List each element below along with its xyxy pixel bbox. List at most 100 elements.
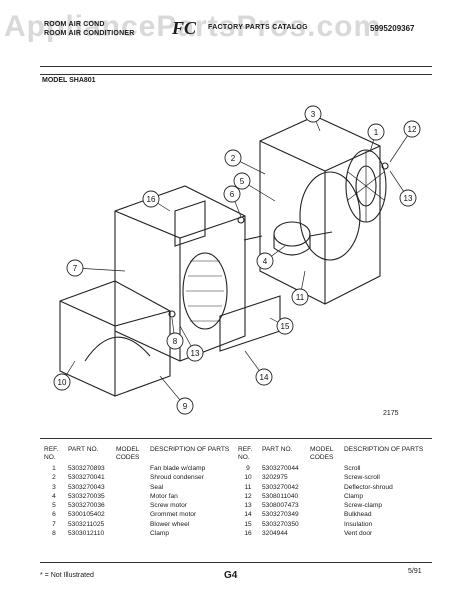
svg-text:10: 10 — [58, 378, 67, 387]
col-ref: REF. NO. — [238, 446, 253, 461]
model-codes-cell — [310, 464, 344, 473]
callout-3 — [304, 105, 322, 123]
ref-cell: 2 — [52, 474, 56, 482]
parts-table-right: REF. NO. PART NO. MODEL CODES DESCRIPTIO… — [238, 446, 428, 538]
part-number-cell: 5303270043 — [68, 483, 105, 491]
callout-15 — [276, 317, 294, 335]
insulation — [219, 295, 281, 352]
part-number-cell: 5303270044 — [262, 465, 299, 472]
svg-text:9: 9 — [183, 402, 188, 411]
part-number-cell: 5303270350 — [262, 520, 299, 528]
ref-cell: 10 — [244, 474, 252, 482]
ref-cell: 15 — [244, 520, 252, 528]
model-codes-cell — [116, 473, 150, 482]
catalog-title: FACTORY PARTS CATALOG — [208, 24, 308, 31]
footer-rule — [40, 562, 432, 563]
model-codes-cell — [116, 464, 150, 473]
part-number-cell: 5303270035 — [68, 492, 105, 500]
description-cell: Screw-scroll — [344, 474, 380, 482]
part-number-cell: 5303270042 — [262, 483, 299, 491]
part-number-cell: 3202975 — [262, 474, 288, 482]
part-number-cell: 5300105402 — [68, 511, 105, 519]
header-left-line1: ROOM AIR COND — [44, 21, 105, 28]
part-number-cell: 5303270893 — [68, 465, 105, 472]
model-codes-cell — [310, 529, 344, 538]
table-row: 7 5303211025 Blower wheel — [44, 520, 234, 529]
callout-group: 1 2 3 4 5 6 7 8 9 10 11 12 13 13 15 14 1… — [53, 105, 421, 415]
description-cell: Fan blade w/clamp — [150, 465, 206, 472]
description-cell: Seal — [150, 483, 164, 491]
part-number-cell: 5308011040 — [262, 492, 299, 500]
catalog-part-number: 5995209367 — [370, 24, 415, 33]
svg-text:6: 6 — [230, 190, 235, 199]
exploded-diagram: 1 2 3 4 5 6 7 8 9 10 11 12 13 13 15 14 1… — [53, 105, 421, 415]
svg-text:16: 16 — [147, 195, 156, 204]
ref-cell: 4 — [52, 492, 56, 500]
description-cell: Blower wheel — [150, 520, 190, 528]
callout-13-b — [186, 344, 204, 362]
svg-text:1: 1 — [374, 128, 379, 137]
callout-9 — [176, 397, 194, 415]
table-top-rule — [40, 438, 432, 439]
ref-cell: 6 — [52, 511, 56, 519]
brand-logo: FC — [172, 18, 197, 38]
scroll — [59, 280, 171, 397]
callout-5 — [233, 172, 251, 190]
part-number-cell: 5303012110 — [68, 530, 105, 538]
ref-cell: 7 — [52, 520, 56, 528]
col-part: PART NO. — [262, 446, 293, 453]
model-codes-cell — [310, 501, 344, 510]
svg-text:5: 5 — [240, 177, 245, 186]
header-rule — [40, 66, 432, 67]
callout-10 — [53, 373, 71, 391]
model-label: MODEL SHA801 — [42, 77, 96, 84]
svg-text:15: 15 — [281, 322, 290, 331]
header-left-line2: ROOM AIR CONDITIONER — [44, 30, 135, 37]
description-cell: Bulkhead — [344, 511, 372, 519]
part-number-cell: 5303270036 — [68, 502, 105, 510]
svg-text:11: 11 — [296, 293, 305, 302]
ref-cell: 5 — [52, 502, 56, 510]
ref-cell: 8 — [52, 530, 56, 538]
model-codes-cell — [116, 483, 150, 492]
part-number-cell: 5308007473 — [262, 502, 299, 510]
col-desc: DESCRIPTION OF PARTS — [344, 446, 424, 453]
part-number-cell: 5303211025 — [68, 520, 105, 528]
model-codes-cell — [310, 473, 344, 482]
model-codes-cell — [310, 520, 344, 529]
watermark: AppliancePartsPros.com — [4, 10, 382, 43]
description-cell: Vent door — [344, 530, 373, 538]
callout-6 — [223, 185, 241, 203]
col-model: MODEL CODES — [116, 446, 140, 461]
ref-cell: 3 — [52, 483, 56, 491]
col-ref: REF. NO. — [44, 446, 59, 461]
part-number-cell: 5303270349 — [262, 511, 299, 519]
catalog-header: ROOM AIR COND ROOM AIR CONDITIONER FC FA… — [0, 16, 464, 56]
description-cell: Deflector-shroud — [344, 483, 393, 491]
callout-13-a — [399, 189, 417, 207]
callout-14 — [255, 368, 273, 386]
model-codes-cell — [310, 483, 344, 492]
col-desc: DESCRIPTION OF PARTS — [150, 446, 230, 453]
callout-2 — [224, 149, 242, 167]
ref-cell: 13 — [244, 502, 252, 510]
svg-text:14: 14 — [260, 373, 269, 382]
svg-text:8: 8 — [173, 337, 178, 346]
ref-cell: 9 — [246, 465, 250, 472]
model-rule — [40, 74, 432, 75]
callout-12 — [403, 120, 421, 138]
model-codes-cell — [310, 510, 344, 519]
model-codes-cell — [116, 510, 150, 519]
callout-16 — [142, 190, 160, 208]
